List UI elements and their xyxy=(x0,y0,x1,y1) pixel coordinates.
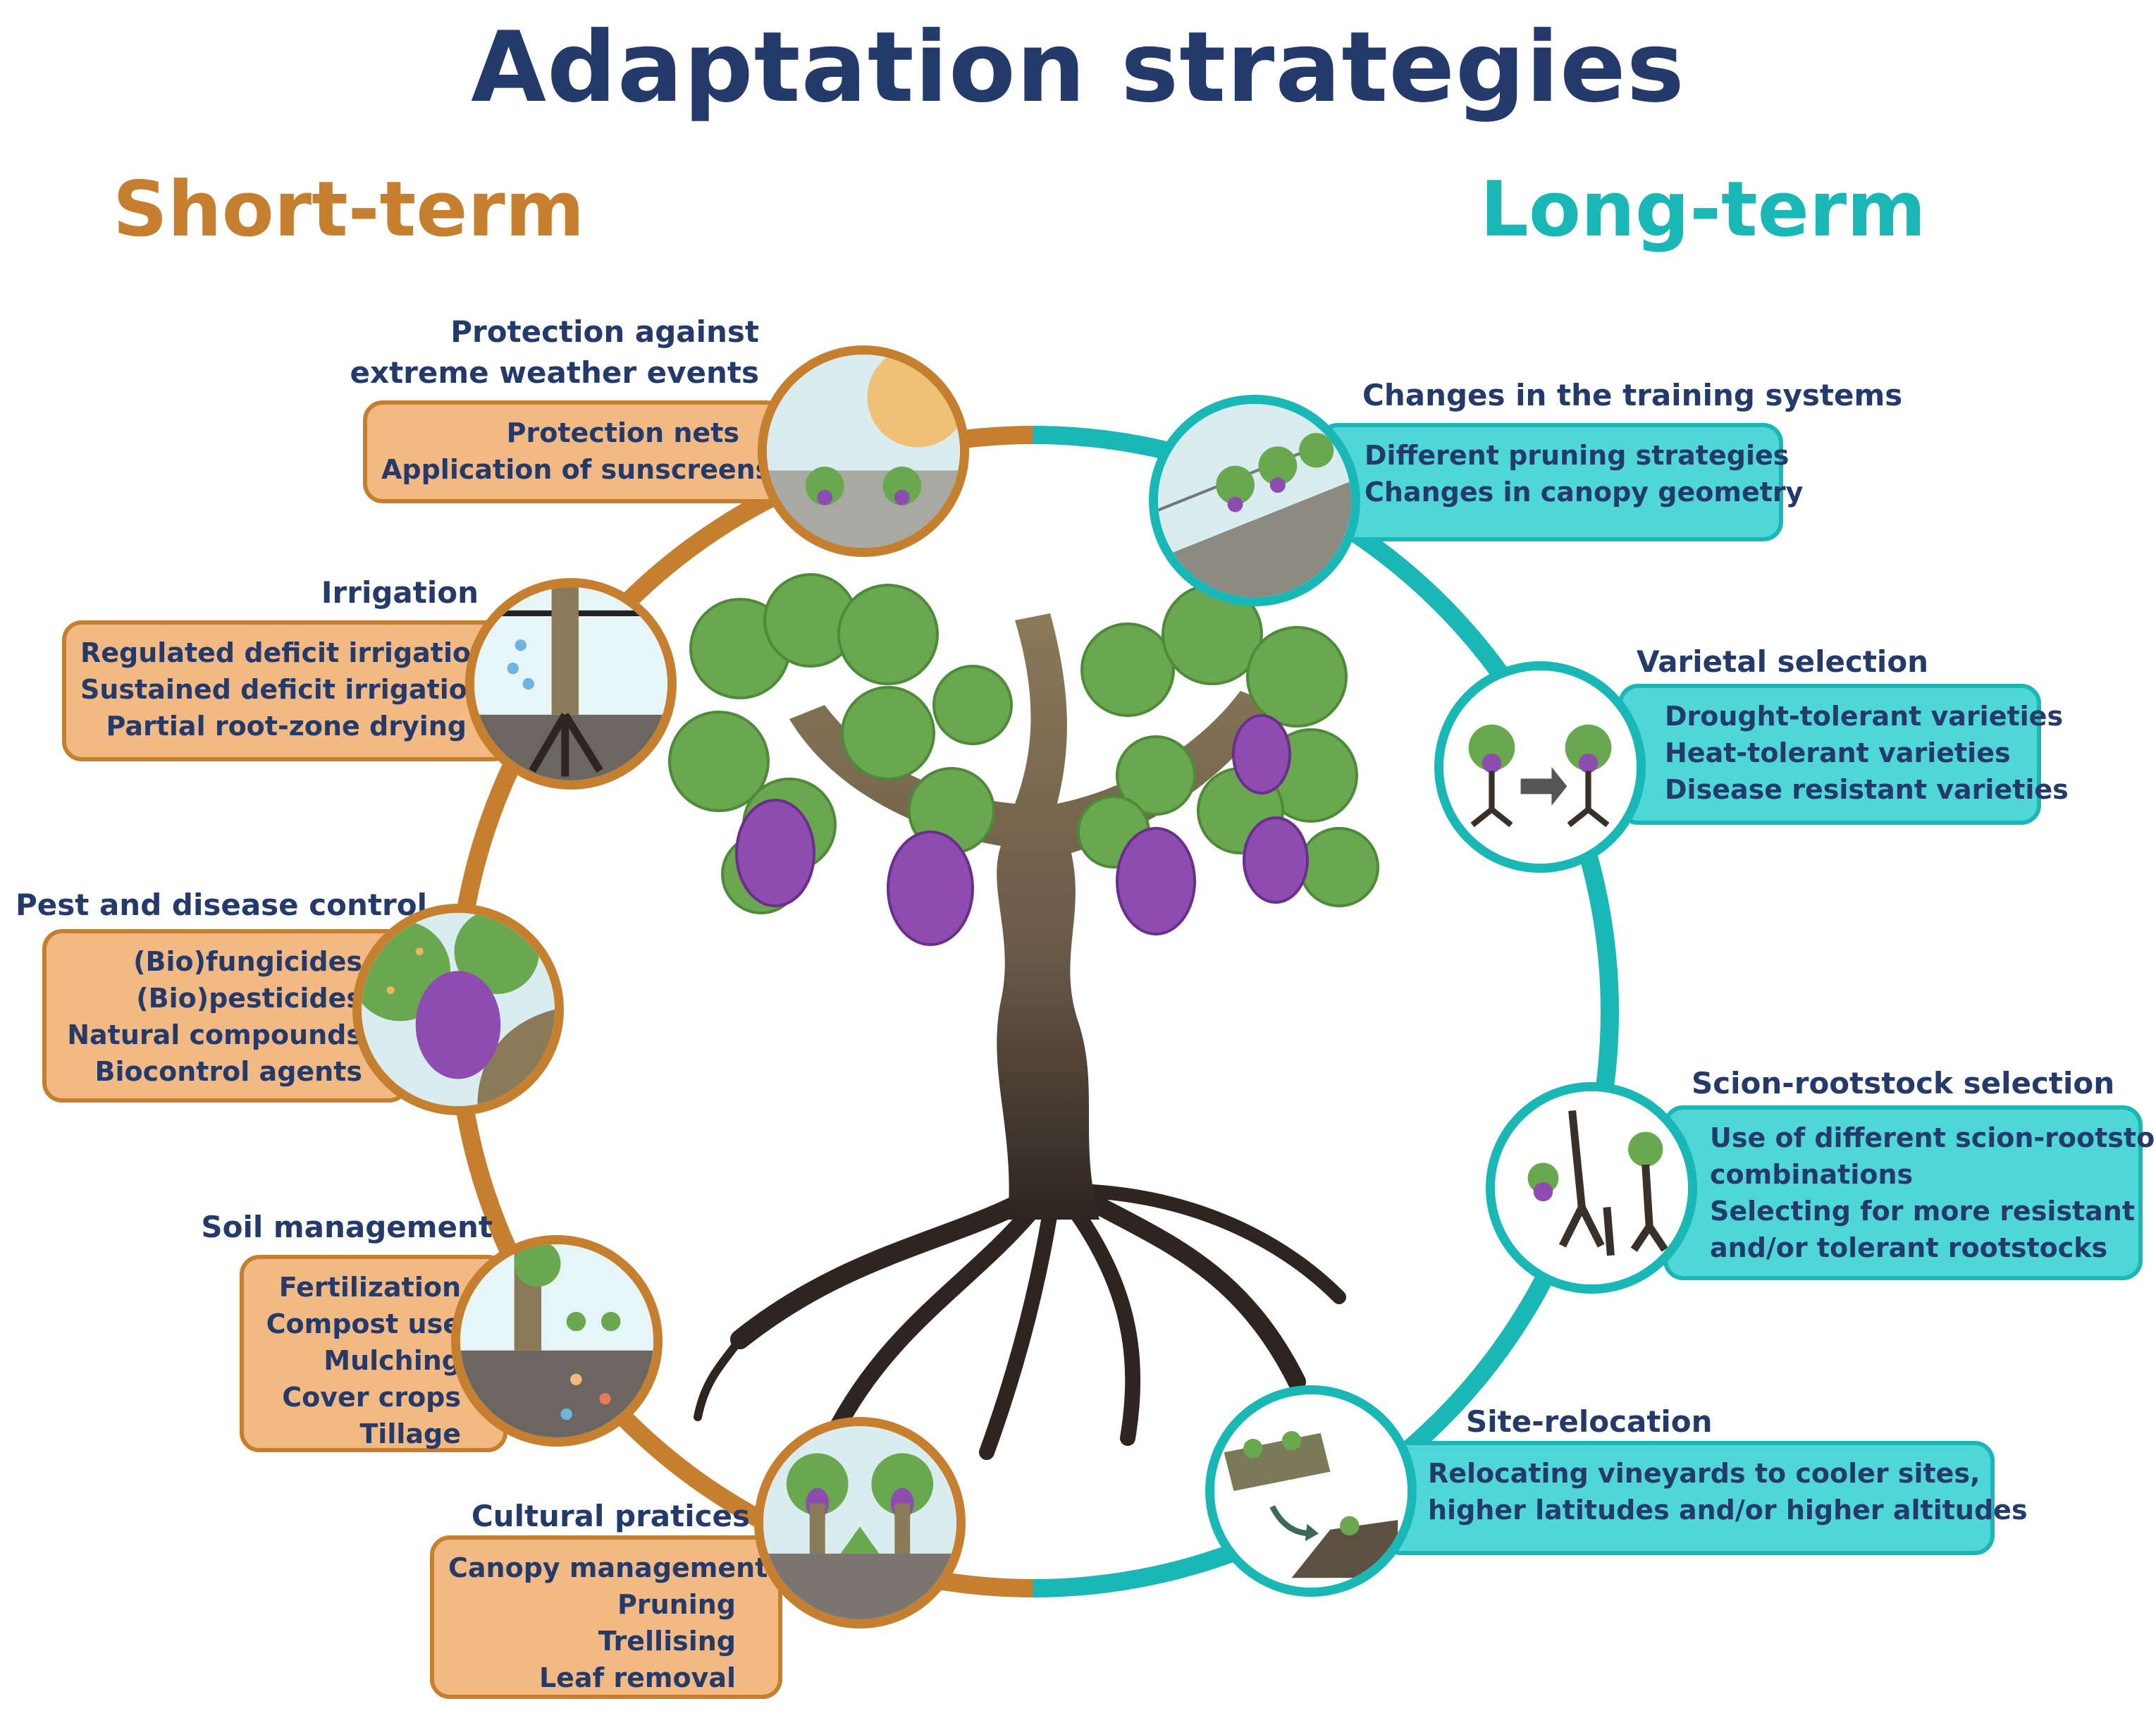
scion-rootstock-label: Scion-rootstock selection xyxy=(1692,1066,2115,1100)
irrigation-icon xyxy=(465,578,677,790)
long-term-heading: Long-term xyxy=(1480,166,1926,254)
protection-detail: Protection nets xyxy=(506,417,739,448)
scion-rootstock-icon xyxy=(1486,1082,1697,1294)
site-relocation-icon xyxy=(1205,1385,1417,1597)
scion-rootstock-detail: Use of different scion-rootstock xyxy=(1710,1122,2156,1153)
varietal-selection-detail: Drought-tolerant varieties xyxy=(1665,701,2064,732)
pest-disease-icon xyxy=(352,904,564,1115)
cultural-practices-details-box: Canopy management Pruning Trellising Lea… xyxy=(430,1535,782,1699)
protection-icon xyxy=(758,345,969,557)
irrigation-detail: Sustained deficit irrigation xyxy=(80,674,486,705)
scion-rootstock-detail: combinations xyxy=(1710,1159,1914,1190)
training-systems-details-box: Different pruning strategies Changes in … xyxy=(1318,423,1804,541)
diagram-title: Adaptation strategies xyxy=(471,11,1685,124)
irrigation-detail: Partial root-zone drying xyxy=(106,711,467,742)
soil-management-detail: Tillage xyxy=(359,1418,461,1449)
cultural-practices-detail: Pruning xyxy=(617,1589,736,1620)
site-relocation-detail: Relocating vineyards to cooler sites, xyxy=(1428,1458,1981,1489)
varietal-selection-label: Varietal selection xyxy=(1637,644,1929,679)
pest-disease-detail: Biocontrol agents xyxy=(94,1056,363,1087)
varietal-selection-detail: Heat-tolerant varieties xyxy=(1665,737,2011,768)
site-relocation-label: Site-relocation xyxy=(1466,1404,1713,1439)
cultural-practices-icon xyxy=(754,1417,966,1628)
training-systems-detail: Changes in canopy geometry xyxy=(1365,477,1804,508)
soil-management-label: Soil management xyxy=(201,1210,493,1244)
grapevine-illustration xyxy=(668,573,1379,1512)
scion-rootstock-details-box: Use of different scion-rootstock combina… xyxy=(1663,1105,2156,1280)
cultural-practices-detail: Trellising xyxy=(598,1626,736,1657)
protection-label: Protection against extreme weather event… xyxy=(350,314,759,390)
training-systems-label: Changes in the training systems xyxy=(1362,378,1903,412)
cultural-practices-detail: Canopy management xyxy=(448,1552,768,1583)
soil-management-details-box: Fertilization Compost use Mulching Cover… xyxy=(240,1255,507,1452)
protection-details-box: Protection nets Application of sunscreen… xyxy=(363,400,786,503)
scion-rootstock-detail: and/or tolerant rootstocks xyxy=(1710,1232,2108,1263)
varietal-selection-icon xyxy=(1434,661,1646,873)
pest-disease-detail: (Bio)fungicides xyxy=(133,946,362,977)
training-systems-detail: Different pruning strategies xyxy=(1365,440,1790,471)
irrigation-details-box: Regulated deficit irrigation Sustained d… xyxy=(62,620,513,761)
pest-disease-details-box: (Bio)fungicides (Bio)pesticides Natural … xyxy=(42,929,409,1103)
scion-rootstock-detail: Selecting for more resistant xyxy=(1710,1196,2135,1227)
pest-disease-label: Pest and disease control xyxy=(16,888,427,922)
soil-management-detail: Mulching xyxy=(324,1345,461,1376)
irrigation-label: Irrigation xyxy=(321,575,479,610)
cultural-practices-detail: Leaf removal xyxy=(538,1662,736,1693)
short-term-heading: Short-term xyxy=(113,166,585,254)
pest-disease-detail: Natural compounds xyxy=(67,1019,362,1050)
varietal-selection-details-box: Drought-tolerant varieties Heat-tolerant… xyxy=(1618,684,2069,825)
protection-detail: Application of sunscreens xyxy=(381,454,772,485)
site-relocation-detail: higher latitudes and/or higher altitudes xyxy=(1428,1495,2028,1526)
cultural-practices-label: Cultural pratices xyxy=(471,1499,750,1533)
pest-disease-detail: (Bio)pesticides xyxy=(136,983,362,1014)
training-systems-icon xyxy=(1149,395,1360,606)
soil-management-detail: Cover crops xyxy=(282,1382,461,1413)
soil-management-detail: Compost use xyxy=(266,1308,461,1339)
irrigation-detail: Regulated deficit irrigation xyxy=(80,637,491,668)
soil-management-icon xyxy=(451,1235,663,1447)
site-relocation-details-box: Relocating vineyards to cooler sites, hi… xyxy=(1381,1441,2028,1555)
soil-management-detail: Fertilization xyxy=(278,1272,461,1303)
varietal-selection-detail: Disease resistant varieties xyxy=(1665,774,2069,805)
